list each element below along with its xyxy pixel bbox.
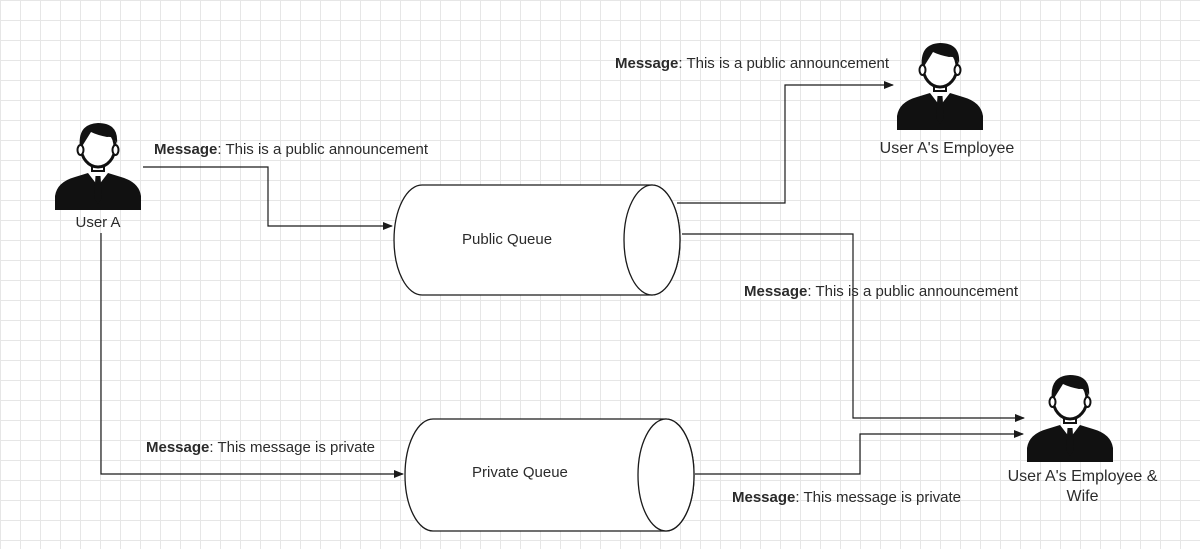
- message-label-employee-public: Message: This is a public announcement: [615, 55, 890, 72]
- message-label-user-a-public: Message: This is a public announcement: [154, 141, 429, 158]
- message-prefix: Message: [732, 489, 796, 506]
- message-text: This message is private: [213, 439, 376, 456]
- employee-label: User A's Employee: [879, 140, 1015, 157]
- message-label-wife-public: Message: This is a public announcement: [744, 283, 1019, 300]
- connector-private-queue-to-employee-wife: [695, 430, 1024, 475]
- user-a-label: User A: [75, 214, 121, 231]
- connector-user-a-to-public-queue: [143, 166, 393, 230]
- private-queue-label: Private Queue: [472, 464, 568, 481]
- message-prefix: Message: [744, 283, 808, 300]
- message-text: This is a public announcement: [811, 283, 1019, 300]
- employee-wife-icon: [1025, 373, 1115, 462]
- public-queue-label: Public Queue: [462, 231, 553, 248]
- message-text: This is a public announcement: [682, 55, 890, 72]
- connector-user-a-to-private-queue: [100, 233, 404, 478]
- employee-wife-label: User A's Employee & Wife: [1007, 468, 1158, 505]
- employee-icon: [895, 41, 985, 130]
- message-label-wife-private: Message: This message is private: [732, 489, 962, 506]
- user-a-icon: [53, 121, 143, 210]
- public-queue-cylinder: [393, 184, 681, 296]
- message-label-user-a-private: Message: This message is private: [146, 439, 376, 456]
- message-prefix: Message: [146, 439, 210, 456]
- connector-public-queue-to-employee: [677, 81, 894, 204]
- message-prefix: Message: [615, 55, 679, 72]
- message-text: This is a public announcement: [221, 141, 429, 158]
- private-queue-cylinder: [404, 418, 695, 532]
- message-text: This message is private: [799, 489, 962, 506]
- message-prefix: Message: [154, 141, 218, 158]
- connector-public-queue-to-employee-wife: [682, 233, 1025, 422]
